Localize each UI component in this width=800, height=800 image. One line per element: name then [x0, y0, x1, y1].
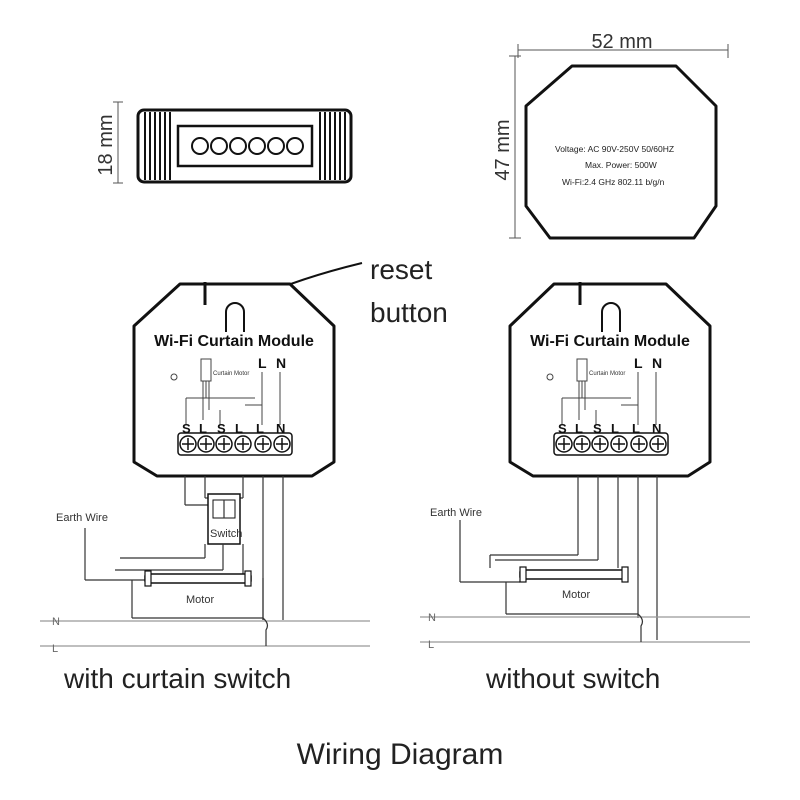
right-motor-body	[519, 569, 627, 580]
svg-text:L: L	[575, 421, 583, 436]
left-motor-label: Motor	[186, 594, 214, 606]
left-caption: with curtain switch	[63, 663, 291, 694]
left-terminal-screws	[179, 435, 291, 453]
svg-text:S: S	[593, 421, 602, 436]
reset-callout-line2: button	[370, 297, 448, 328]
left-terminal-labels: S L S L L N	[182, 421, 285, 436]
top-view: 52 mm 47 mm Voltage: AC 90V-250V 50/60HZ…	[492, 31, 729, 240]
svg-text:L: L	[235, 421, 243, 436]
left-wiring	[40, 476, 370, 647]
page-title: Wiring Diagram	[297, 738, 504, 771]
svg-text:S: S	[558, 421, 567, 436]
spec-voltage: Voltage: AC 90V-250V 50/60HZ	[555, 144, 674, 154]
left-module-top-n: N	[276, 355, 286, 371]
svg-text:N: N	[652, 421, 661, 436]
left-motor-body	[144, 573, 252, 584]
right-motor-ends	[519, 566, 629, 583]
right-module-top-l: L	[634, 355, 643, 371]
side-view: 18 mm	[95, 101, 353, 184]
right-caption: without switch	[485, 663, 660, 694]
spec-power: Max. Power: 500W	[585, 160, 657, 170]
right-module-top-n: N	[652, 355, 662, 371]
svg-text:L: L	[256, 421, 264, 436]
left-l-label: L	[52, 643, 58, 655]
right-module-name: Wi-Fi Curtain Module	[530, 333, 690, 350]
side-terminal-holes	[191, 137, 304, 155]
reset-button-callout: reset button	[248, 254, 448, 328]
spec-wifi: Wi-Fi:2.4 GHz 802.11 b/g/n	[562, 177, 665, 187]
right-l-label: L	[428, 639, 434, 651]
right-wiring	[420, 476, 750, 643]
right-terminal-labels: S L S L L N	[558, 421, 661, 436]
svg-text:L: L	[611, 421, 619, 436]
left-earth-label: Earth Wire	[56, 512, 108, 524]
right-n-label: N	[428, 612, 436, 624]
right-terminal-screws	[555, 435, 667, 453]
right-curtain-motor-label: Curtain Motor	[589, 371, 625, 377]
height-dimension-label: 47 mm	[492, 119, 514, 180]
reset-callout-line1: reset	[370, 254, 432, 285]
left-n-label: N	[52, 616, 60, 628]
left-module-top-l: L	[258, 355, 267, 371]
svg-text:N: N	[276, 421, 285, 436]
left-switch-label: Switch	[210, 528, 242, 540]
svg-text:S: S	[217, 421, 226, 436]
left-module-name: Wi-Fi Curtain Module	[154, 333, 314, 350]
right-module: Wi-Fi Curtain Module L N Curtain Motor S…	[508, 282, 712, 478]
right-earth-label: Earth Wire	[430, 507, 482, 519]
right-motor-label: Motor	[562, 589, 590, 601]
left-motor-ends	[144, 570, 252, 587]
depth-dimension-label: 18 mm	[95, 114, 117, 175]
svg-text:L: L	[199, 421, 207, 436]
left-module: Wi-Fi Curtain Module L N Curtain Motor S…	[132, 282, 336, 478]
left-curtain-motor-label: Curtain Motor	[213, 371, 249, 377]
svg-text:S: S	[182, 421, 191, 436]
width-dimension-label: 52 mm	[591, 31, 652, 53]
svg-text:L: L	[632, 421, 640, 436]
